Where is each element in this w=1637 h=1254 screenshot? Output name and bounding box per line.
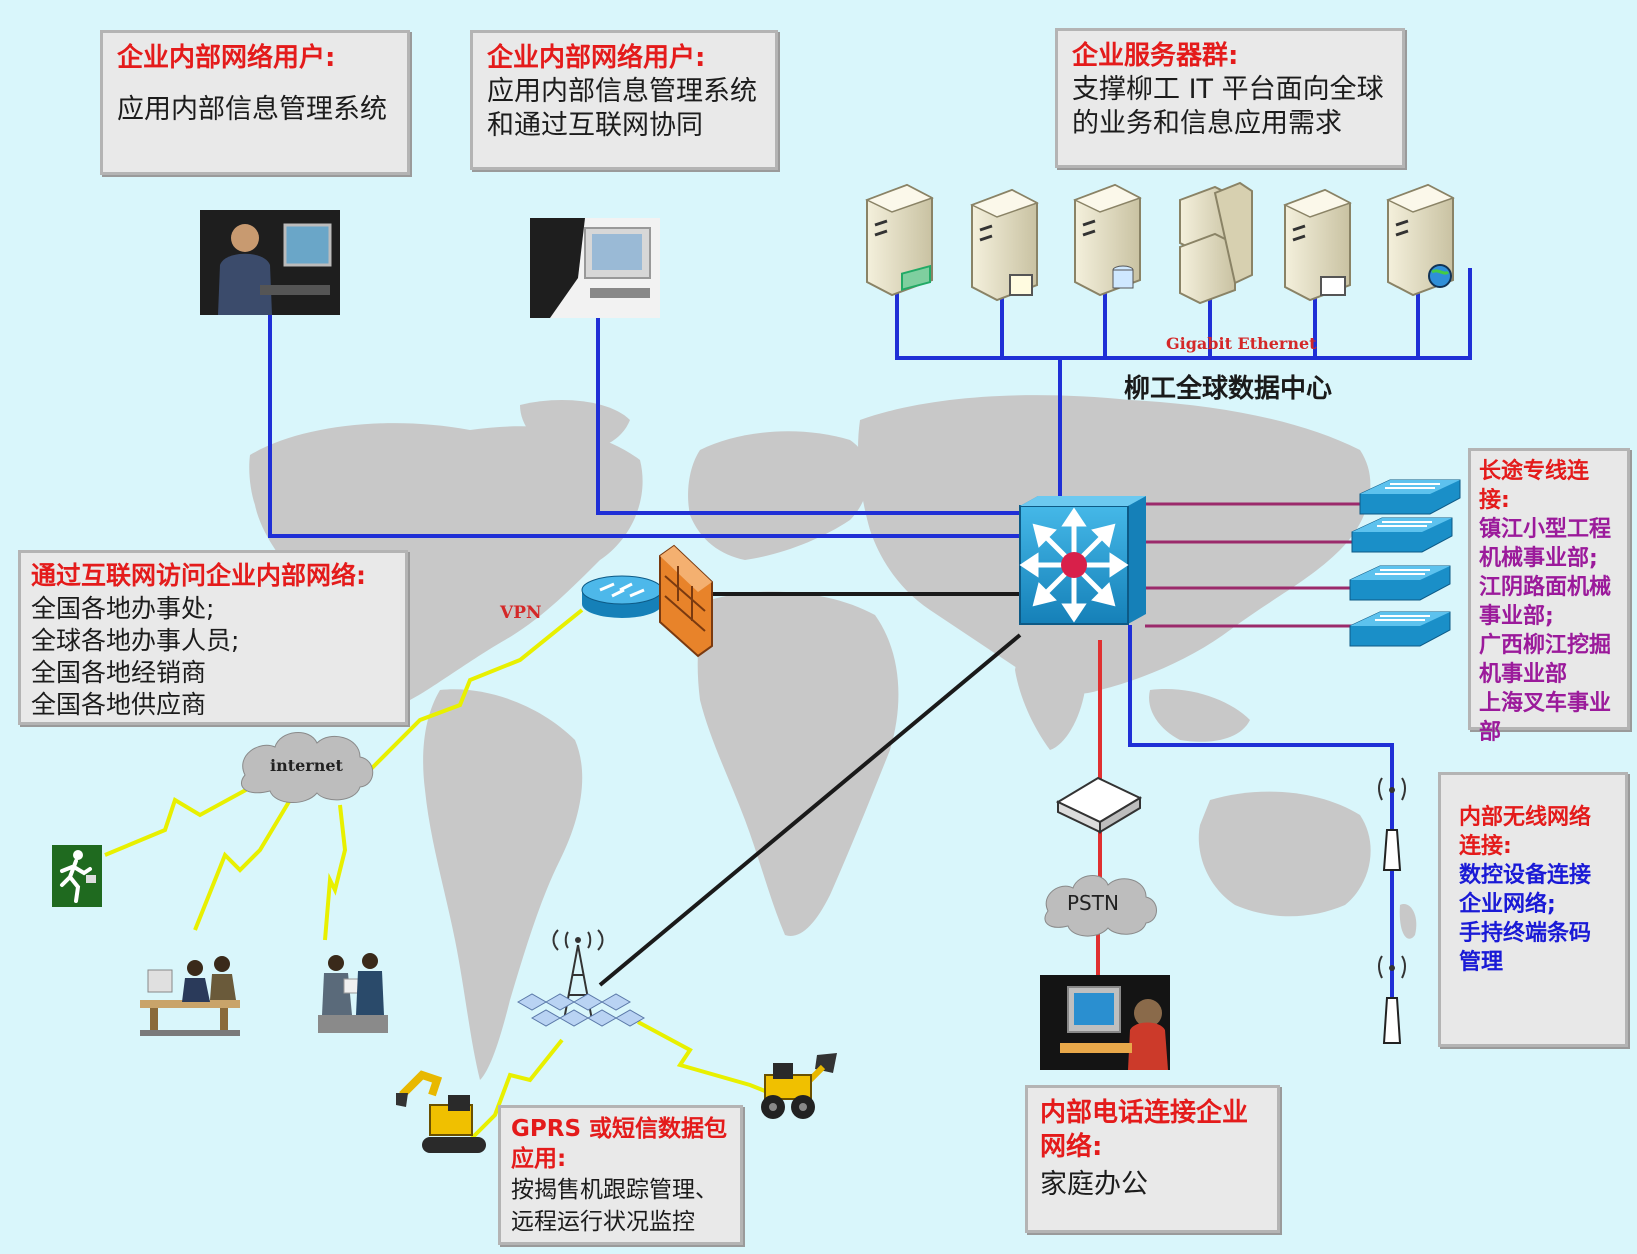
user-links <box>268 315 1394 1020</box>
internet-cloud-label: internet <box>270 756 343 775</box>
cell-tower-icon <box>516 929 646 1027</box>
gprs-box: GPRS 或短信数据包 应用: 按揭售机跟踪管理、 远程运行状况监控 <box>498 1105 743 1245</box>
gigabit-ethernet-bus <box>895 268 1472 500</box>
wireless-box: 内部无线网络 连接: 数控设备连接 企业网络; 手持终端条码 管理 <box>1438 772 1628 1047</box>
vpn-label: VPN <box>500 603 542 623</box>
switch-icon <box>1349 611 1451 647</box>
wireless-title: 内部无线网络 连接: <box>1459 805 1592 859</box>
antenna-icon <box>1378 955 1406 1044</box>
person-running-icon <box>52 845 102 907</box>
africa-landmass <box>697 591 899 936</box>
antenna-icon <box>1378 777 1406 871</box>
australia-landmass <box>1198 791 1371 917</box>
loader-icon <box>761 1053 837 1119</box>
gprs-title: GPRS 或短信数据包 应用: <box>511 1116 728 1172</box>
europe-landmass <box>688 431 869 560</box>
server-group-title: 企业服务器群: <box>1072 41 1239 71</box>
switch-icon <box>1351 517 1453 553</box>
people-reading-icon <box>318 953 388 1033</box>
server-icon <box>1386 183 1455 297</box>
internal-users-title-2: 企业内部网络用户: <box>487 43 706 73</box>
home-office-photo <box>1040 975 1170 1070</box>
leased-line-box: 长途专线连接: 镇江小型工程 机械事业部; 江阴路面机械 事业部; 广西柳江挖掘… <box>1468 448 1630 745</box>
phone-box: 内部电话连接企业 网络: 家庭办公 <box>1025 1085 1280 1233</box>
server-group-box: 企业服务器群: 支撑柳工 IT 平台面向全球 的业务和信息应用需求 <box>1055 28 1405 168</box>
leased-line-body: 镇江小型工程 机械事业部; 江阴路面机械 事业部; 广西柳江挖掘 机事业部 上海… <box>1479 517 1612 745</box>
internal-users-body-1: 应用内部信息管理系统 <box>117 94 387 125</box>
internal-users-title-1: 企业内部网络用户: <box>117 43 336 73</box>
server-icon <box>970 188 1039 302</box>
pstn-cloud-label: PSTN <box>1067 891 1119 915</box>
phone-body: 家庭办公 <box>1040 1169 1148 1200</box>
world-map <box>249 395 1417 1080</box>
southeast-asia-islands <box>1149 689 1250 742</box>
switch-icon <box>1359 479 1461 515</box>
core-switch-icon <box>1019 496 1146 625</box>
greenland-landmass <box>520 400 630 452</box>
datacenter-label: 柳工全球数据中心 <box>1124 374 1333 404</box>
internal-users-box-2: 企业内部网络用户: 应用内部信息管理系统 和通过互联网协同 <box>470 30 778 170</box>
new-zealand-landmass <box>1399 904 1417 939</box>
people-at-computer-icon <box>140 956 240 1036</box>
leased-line-title: 长途专线连接: <box>1479 459 1590 513</box>
internet-access-box: 通过互联网访问企业内部网络: 全国各地办事处; 全球各地办事人员; 全国各地经销… <box>18 550 408 725</box>
pstn-link <box>1096 640 1102 980</box>
cloud-icon <box>240 731 374 803</box>
internet-access-title: 通过互联网访问企业内部网络: <box>31 561 366 590</box>
internal-users-box-1: 企业内部网络用户: 应用内部信息管理系统 <box>100 30 410 175</box>
server-icon <box>865 183 934 297</box>
internet-access-body: 全国各地办事处; 全球各地办事人员; 全国各地经销商 全国各地供应商 <box>31 594 240 719</box>
internal-users-body-2: 应用内部信息管理系统 和通过互联网协同 <box>487 76 757 141</box>
router-icon <box>581 575 663 618</box>
phone-title: 内部电话连接企业 网络: <box>1040 1098 1249 1162</box>
cloud-icon <box>1044 875 1157 937</box>
wireless-links <box>104 608 776 1142</box>
gigabit-ethernet-label: Gigabit Ethernet <box>1166 334 1317 353</box>
server-group-body: 支撑柳工 IT 平台面向全球 的业务和信息应用需求 <box>1072 74 1384 139</box>
server-icon <box>1283 188 1352 302</box>
gprs-body: 按揭售机跟踪管理、 远程运行状况监控 <box>511 1177 718 1235</box>
black-links <box>598 592 1022 987</box>
north-america-landmass <box>249 423 643 700</box>
excavator-icon <box>396 1070 486 1153</box>
modem-icon <box>1055 776 1143 834</box>
server-icon <box>1179 181 1253 305</box>
server-icon <box>1073 183 1142 297</box>
user-photo-1 <box>200 210 340 315</box>
switch-icon <box>1349 565 1451 601</box>
wireless-body: 数控设备连接 企业网络; 手持终端条码 管理 <box>1459 863 1592 975</box>
firewall-icon <box>659 544 713 658</box>
south-america-landmass <box>423 689 583 1080</box>
user-photo-2 <box>530 218 660 318</box>
india-landmass <box>1015 640 1085 750</box>
